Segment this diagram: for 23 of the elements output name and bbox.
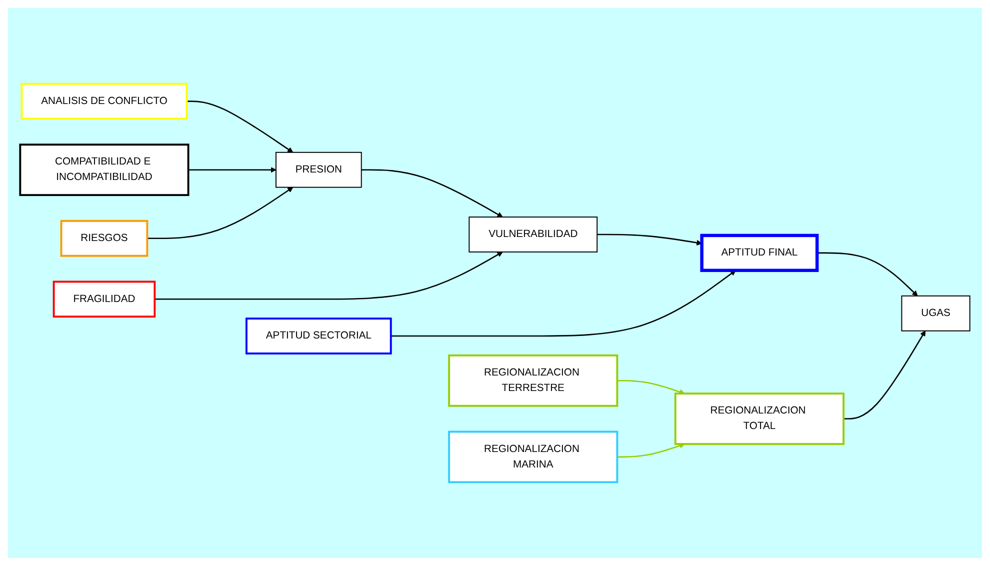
arrow — [844, 330, 926, 420]
node-box: APTITUD FINAL — [700, 234, 819, 272]
arrow — [617, 442, 685, 458]
node-box: REGIONALIZACION MARINA — [448, 430, 618, 484]
arrow — [188, 167, 276, 173]
arrow — [817, 252, 918, 296]
arrow — [186, 100, 294, 153]
node-box: ANALISIS DE CONFLICTO — [20, 82, 188, 120]
node-box: REGIONALIZACION TERRESTRE — [448, 354, 618, 407]
arrow — [597, 234, 702, 246]
arrow — [361, 169, 503, 218]
node-box: VULNERABILIDAD — [468, 216, 598, 252]
node-box: COMPATIBILIDAD E INCOMPATIBILIDAD — [19, 144, 190, 196]
node-box: UGAS — [901, 295, 970, 332]
arrow — [617, 380, 685, 395]
node-box: FRAGILIDAD — [52, 280, 156, 318]
arrow — [154, 252, 503, 300]
node-box: APTITUD SECTORIAL — [246, 318, 392, 354]
arrow — [390, 270, 736, 337]
node-box: PRESION — [276, 152, 362, 188]
arrow — [147, 187, 294, 240]
node-box: RIESGOS — [60, 220, 148, 257]
node-box: REGIONALIZACION TOTAL — [674, 392, 844, 445]
